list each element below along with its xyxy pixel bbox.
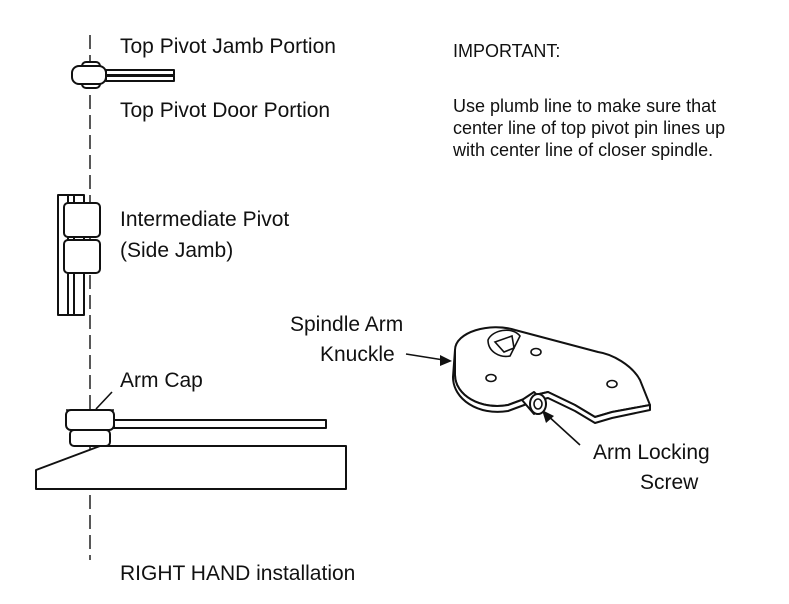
spindle-knuckle-arrowhead bbox=[440, 355, 452, 366]
important-body: Use plumb line to make sure that center … bbox=[453, 96, 726, 160]
important-heading: IMPORTANT: bbox=[453, 41, 561, 61]
top-pivot-door-label: Top Pivot Door Portion bbox=[120, 99, 331, 122]
intermediate-pivot-label: Intermediate Pivot bbox=[120, 208, 290, 231]
arm-locking-label: Arm Locking bbox=[593, 441, 710, 464]
intermediate-pivot-drawing bbox=[57, 194, 101, 316]
screw-label: Screw bbox=[640, 471, 699, 494]
top-pivot-drawing bbox=[71, 61, 175, 89]
arm-locking-leader bbox=[545, 413, 581, 446]
arm-cap-label: Arm Cap bbox=[120, 369, 203, 392]
spindle-arm-part bbox=[452, 326, 651, 424]
spindle-arm-label: Spindle Arm bbox=[290, 313, 404, 336]
top-pivot-jamb-label: Top Pivot Jamb Portion bbox=[120, 35, 336, 58]
installation-caption: RIGHT HAND installation bbox=[120, 562, 356, 585]
arm-cap-closer-drawing bbox=[35, 409, 347, 490]
knuckle-label: Knuckle bbox=[320, 343, 395, 366]
arm-locking-arrowhead bbox=[542, 410, 554, 423]
side-jamb-label: (Side Jamb) bbox=[120, 239, 234, 262]
arm-cap-leader bbox=[95, 391, 113, 410]
